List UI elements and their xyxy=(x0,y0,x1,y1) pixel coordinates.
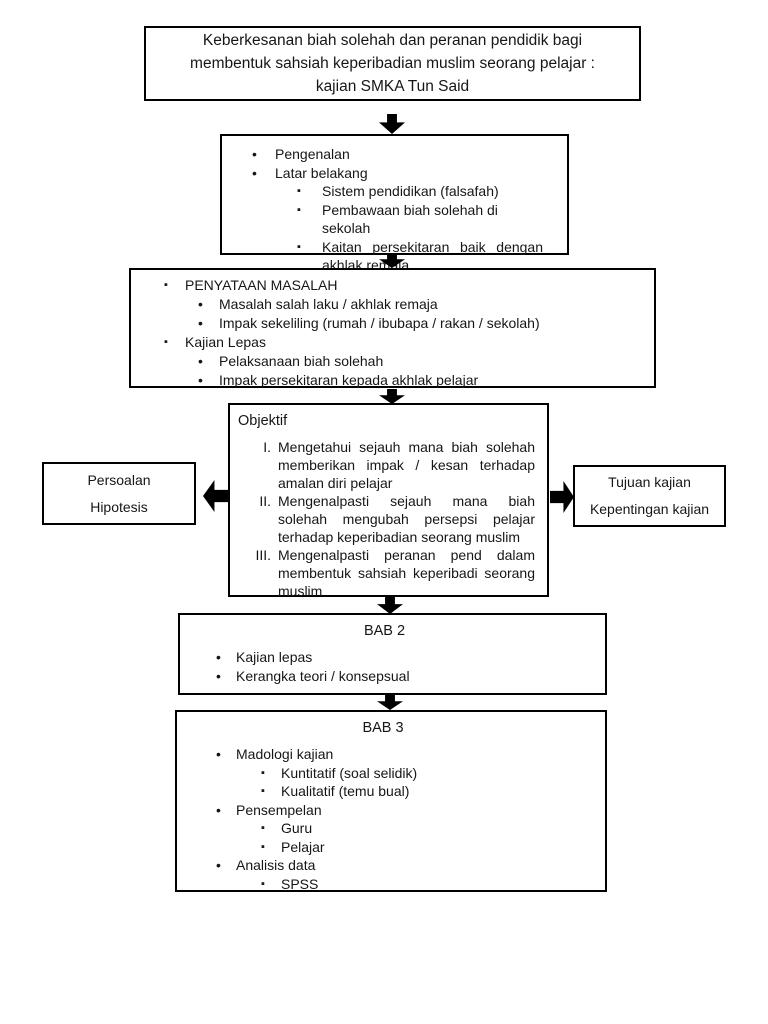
objektif-item-text: Mengenalpasti sejauh mana biah solehah m… xyxy=(278,493,535,545)
bullet-icon: ▪ xyxy=(261,840,265,853)
bullet-icon: • xyxy=(198,353,203,369)
list-item: ▪ PENYATAAN MASALAH xyxy=(131,276,634,295)
bullet-icon: ▪ xyxy=(261,822,265,834)
list-item-label: Guru xyxy=(281,820,313,836)
list-item: ▪ SPSS xyxy=(177,875,589,894)
list-item: • Pelaksanaan biah solehah xyxy=(131,352,634,371)
list-item-label: Pensempelan xyxy=(236,801,322,818)
objektif-item: I. Mengetahui sejauh mana biah solehah m… xyxy=(238,438,535,492)
title-line: Keberkesanan biah solehah dan peranan pe… xyxy=(202,32,583,49)
list-item-label: Impak persekitaran kepada akhlak pelajar xyxy=(219,372,479,388)
list-item-label: Madologi kajian xyxy=(236,746,334,762)
list-item: • Pengenalan xyxy=(222,145,543,164)
bullet-icon: • xyxy=(216,857,221,873)
list-item-label: Sistem pendidikan (falsafah) xyxy=(322,183,499,199)
side-box-line: Tujuan kajian xyxy=(608,474,691,490)
list-item-label: Kajian Lepas xyxy=(185,334,266,350)
side-box-line: Persoalan xyxy=(87,471,151,488)
bullet-icon: • xyxy=(216,801,221,818)
bullet-icon: • xyxy=(198,296,203,312)
bullet-icon: • xyxy=(252,164,257,181)
side-box-line: Kepentingan kajian xyxy=(589,501,710,517)
list-item-label: Kualitatif (temu bual) xyxy=(281,783,410,799)
bullet-icon: • xyxy=(216,649,221,665)
list-item-label: Kuntitatif (soal selidik) xyxy=(281,764,418,781)
list-item-label: Latar belakang xyxy=(275,164,368,181)
list-item: • Latar belakang xyxy=(222,164,543,183)
list-item: ▪ Pelajar xyxy=(177,838,589,857)
list-item: • Impak persekitaran kepada akhlak pelaj… xyxy=(131,371,634,390)
bullet-icon: ▪ xyxy=(297,240,301,253)
list-item-label: Kerangka teori / konsepsual xyxy=(236,667,410,684)
persoalan-hipotesis-box: Persoalan Hipotesis xyxy=(42,462,196,525)
list-item: • Kerangka teori / konsepsual xyxy=(180,667,589,686)
list-item: ▪ Guru xyxy=(177,819,589,838)
bullet-icon: ▪ xyxy=(261,785,265,797)
list-item-label: Masalah salah laku / akhlak remaja xyxy=(219,296,438,312)
bullet-icon: • xyxy=(198,372,203,388)
list-item-label: PENYATAAN MASALAH xyxy=(185,277,338,293)
arrow-down-icon xyxy=(377,695,403,710)
bab2-header: BAB 2 xyxy=(363,623,406,639)
arrow-down-icon xyxy=(379,389,405,404)
list-item: • Analisis data xyxy=(177,856,589,875)
list-item: • Pensempelan xyxy=(177,801,589,820)
objektif-box: Objektif I. Mengetahui sejauh mana biah … xyxy=(228,403,549,600)
title-box: Keberkesanan biah solehah dan peranan pe… xyxy=(144,26,641,101)
side-box-line: Hipotesis xyxy=(90,498,148,515)
list-item-label: Pelajar xyxy=(281,838,325,855)
objektif-header: Objektif xyxy=(238,413,288,429)
list-item: • Impak sekeliling (rumah / ibubapa / ra… xyxy=(131,314,634,333)
objektif-item: III. Mengenalpasti peranan pend dalam me… xyxy=(238,546,535,600)
list-item: • Kajian lepas xyxy=(180,648,589,667)
list-item: • Madologi kajian xyxy=(177,745,589,764)
bullet-icon: ▪ xyxy=(261,766,265,779)
arrow-down-icon xyxy=(379,114,405,134)
list-item: ▪ Kajian Lepas xyxy=(131,333,634,352)
list-item: ▪ Sistem pendidikan (falsafah) xyxy=(222,182,543,201)
title-line: kajian SMKA Tun Said xyxy=(315,78,470,95)
list-item-label: Kajian lepas xyxy=(236,649,313,665)
list-item-label: Impak sekeliling (rumah / ibubapa / raka… xyxy=(219,315,540,331)
list-item: ▪ Pembawaan biah solehah di sekolah xyxy=(222,201,543,238)
bullet-icon: ▪ xyxy=(164,279,168,291)
arrow-right-icon xyxy=(550,481,574,513)
bullet-icon: ▪ xyxy=(297,185,301,197)
list-item-label: Pelaksanaan biah solehah xyxy=(219,353,384,369)
bab2-box: BAB 2 • Kajian lepas • Kerangka teori / … xyxy=(178,613,607,695)
bullet-icon: • xyxy=(198,315,203,331)
list-item-label: Pembawaan biah solehah di sekolah xyxy=(322,201,498,237)
list-item: ▪ Kuntitatif (soal selidik) xyxy=(177,764,589,783)
list-item: • Masalah salah laku / akhlak remaja xyxy=(131,295,634,314)
roman-numeral: III. xyxy=(255,547,271,563)
intro-box: • Pengenalan • Latar belakang ▪ Sistem p… xyxy=(220,134,569,273)
objektif-item-text: Mengenalpasti peranan pend dalam membent… xyxy=(278,547,535,599)
list-item: ▪ Kualitatif (temu bual) xyxy=(177,782,589,801)
roman-numeral: II. xyxy=(259,493,271,509)
bullet-icon: ▪ xyxy=(297,203,301,216)
bab3-box: BAB 3 • Madologi kajian ▪ Kuntitatif (so… xyxy=(175,710,607,892)
list-item-label: SPSS xyxy=(281,875,319,892)
arrow-left-icon xyxy=(203,480,229,512)
bab3-header: BAB 3 xyxy=(362,720,404,736)
bullet-icon: ▪ xyxy=(261,877,265,890)
tujuan-kepentingan-box: Tujuan kajian Kepentingan kajian xyxy=(573,465,726,527)
bullet-icon: • xyxy=(216,746,221,762)
bullet-icon: ▪ xyxy=(164,336,168,348)
roman-numeral: I. xyxy=(263,439,271,455)
objektif-item: II. Mengenalpasti sejauh mana biah soleh… xyxy=(238,492,535,546)
list-item-label: Analisis data xyxy=(236,857,316,873)
objektif-item-text: Mengetahui sejauh mana biah solehah memb… xyxy=(278,439,535,491)
bullet-icon: • xyxy=(252,146,257,162)
problem-statement-box: ▪ PENYATAAN MASALAH • Masalah salah laku… xyxy=(129,268,656,388)
title-line: membentuk sahsiah keperibadian muslim se… xyxy=(190,55,595,72)
list-item-label: Pengenalan xyxy=(275,146,350,162)
bullet-icon: • xyxy=(216,667,221,684)
